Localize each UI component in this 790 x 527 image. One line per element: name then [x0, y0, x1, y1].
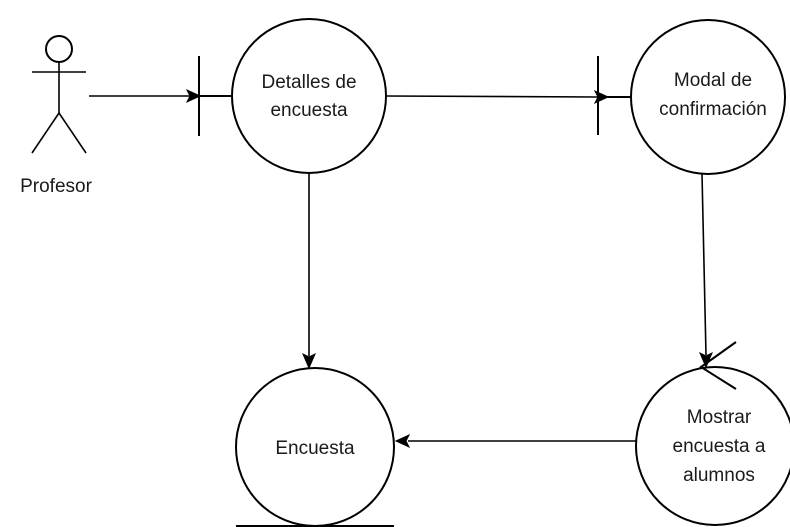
- control-arrowhead: [699, 341, 737, 390]
- node-label-line1: Mostrar: [687, 407, 752, 428]
- actor-left-leg: [31, 112, 60, 154]
- node-label-line3: alumnos: [683, 465, 755, 486]
- actor-label: Profesor: [20, 176, 92, 197]
- boundary-detalles-encuesta: Detalles de encuesta: [198, 18, 387, 174]
- arrowhead-down: [699, 351, 713, 369]
- arrowhead-left: [394, 433, 411, 449]
- connector-mostrar-to-encuesta: [394, 433, 636, 449]
- actor-profesor: Profesor: [20, 35, 93, 197]
- boundary-circle: [231, 18, 387, 174]
- node-label: Encuesta: [275, 438, 355, 459]
- entity-encuesta: Encuesta: [235, 367, 395, 527]
- node-label-line2: confirmación: [659, 99, 767, 120]
- node-label-line1: Detalles de: [261, 72, 356, 93]
- actor-right-leg: [58, 112, 87, 154]
- node-label-line2: encuesta: [270, 100, 348, 121]
- boundary-modal-confirmacion: Modal de confirmación: [597, 19, 786, 175]
- node-label-line2: encuesta a: [673, 436, 766, 457]
- connector-modal-to-mostrar: [699, 173, 713, 369]
- boundary-circle: [630, 19, 786, 175]
- arrowhead-down: [302, 352, 316, 370]
- connector-detalles-to-modal: [385, 89, 610, 105]
- control-mostrar-encuesta: Mostrar encuesta a alumnos: [635, 341, 790, 526]
- connector-actor-to-detalles: [89, 88, 202, 104]
- node-label-line1: Modal de: [674, 70, 752, 91]
- actor-head: [45, 35, 73, 63]
- connector-detalles-to-encuesta: [302, 173, 316, 370]
- control-circle: [635, 366, 790, 526]
- arrowhead-right: [185, 88, 202, 104]
